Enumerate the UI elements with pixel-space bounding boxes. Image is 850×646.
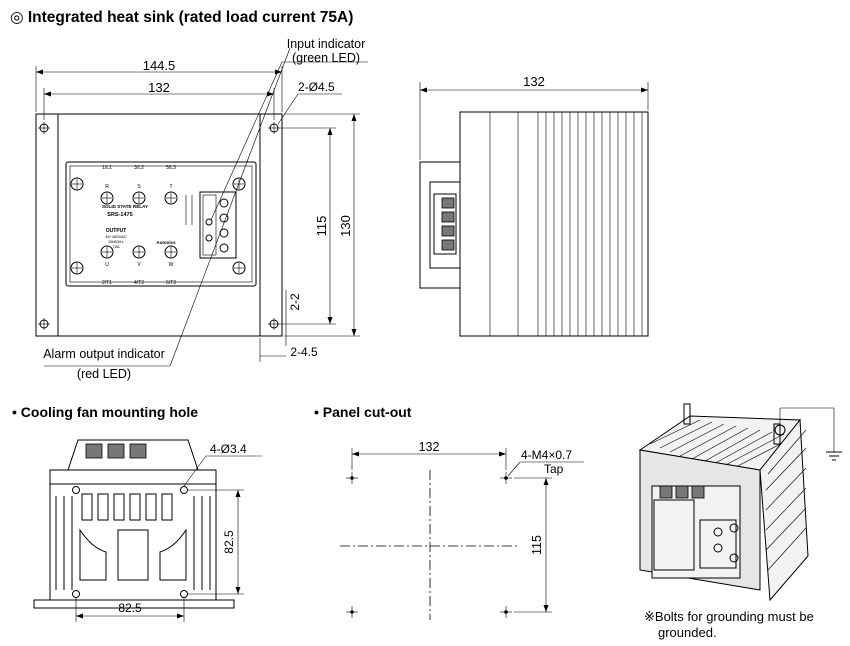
fan-hole-icon — [72, 486, 80, 494]
cooling-fan-title: • Cooling fan mounting hole — [12, 404, 198, 420]
terminal-top-sub-1: R — [105, 184, 109, 190]
dim-tap-label: Tap — [544, 462, 564, 476]
fan-hole-icon — [180, 590, 188, 598]
fan-hole-icon — [180, 486, 188, 494]
front-heatsink-plate — [35, 113, 283, 337]
fan-hole-icon — [72, 590, 80, 598]
dim-side-width: 132 — [523, 74, 545, 89]
side-view: 132 — [419, 74, 649, 337]
terminal-top-1: 1/L1 — [102, 165, 112, 171]
terminal-bottom-1: U — [105, 262, 109, 268]
relay-label: SOLID STATE RELAY — [102, 204, 148, 209]
alarm-indicator-label: Alarm output indicator — [43, 347, 165, 361]
side-relay-body — [419, 161, 461, 289]
isometric-view — [638, 403, 842, 602]
output-label: OUTPUT — [106, 228, 127, 234]
dim-hole-diameter: 2-Ø4.5 — [298, 80, 335, 94]
note-line2: grounded. — [658, 625, 717, 640]
front-view: 1/L1 3/L2 5/L3 R S T U V W 2/T1 4/T2 6/T… — [35, 37, 368, 381]
panel-cutout-title: • Panel cut-out — [314, 404, 412, 420]
terminal-bottom-2: V — [137, 262, 141, 268]
terminal-top-3: 5/L3 — [166, 165, 176, 171]
terminal-top-2: 3/L2 — [134, 165, 144, 171]
note-line1: ※Bolts for grounding must be — [644, 609, 814, 624]
output-spec1: 48~480VAC — [105, 234, 126, 239]
dim-2-2: 2-2 — [288, 293, 302, 311]
dim-fan-vertical: 82.5 — [222, 530, 236, 554]
dim-front-width: 132 — [148, 80, 170, 95]
dim-tap-spec: 4-M4×0.7 — [521, 448, 572, 462]
dim-outer-height: 130 — [338, 215, 353, 237]
panel-cutout-view: 132 115 4-M4×0.7 Tap — [340, 440, 584, 620]
dim-fan-holes: 4-Ø3.4 — [210, 442, 247, 456]
input-led-icon — [205, 218, 213, 226]
terminal-bottom-3: W — [169, 262, 174, 268]
model-label: SRS-1475 — [107, 212, 132, 218]
dim-cutout-width: 132 — [419, 440, 440, 454]
dim-fan-horizontal: 82.5 — [118, 601, 142, 615]
dim-cutout-height: 115 — [530, 535, 544, 555]
terminal-bottom-sub-2: 4/T2 — [134, 280, 144, 286]
terminal-top-sub-2: S — [137, 184, 141, 190]
relay-body — [65, 161, 257, 287]
terminal-bottom-sub-3: 6/T3 — [166, 280, 176, 286]
dim-overall-width: 144.5 — [143, 58, 176, 73]
output-spec3: 75A — [112, 244, 119, 249]
cooling-fan-view: 4-Ø3.4 82.5 82.5 — [33, 439, 262, 622]
terminal-bottom-sub-1: 2/T1 — [102, 280, 112, 286]
ground-symbol-icon — [826, 451, 842, 461]
mounting-hole-icon — [38, 122, 280, 330]
dim-2-4-5: 2-4.5 — [290, 345, 318, 359]
output-spec2: 50/60Hz — [109, 239, 124, 244]
brand-label: Autonics — [156, 240, 176, 245]
input-indicator-sub: (green LED) — [292, 51, 360, 65]
alarm-led-icon — [205, 234, 213, 242]
input-indicator-label: Input indicator — [287, 37, 366, 51]
dim-inner-height: 115 — [314, 216, 329, 237]
input-terminal-block — [199, 191, 237, 259]
screw-icon — [70, 177, 246, 275]
tap-hole-icon — [346, 472, 512, 618]
terminal-top-sub-3: T — [169, 184, 172, 190]
main-title: ◎ Integrated heat sink (rated load curre… — [10, 9, 353, 26]
alarm-indicator-sub: (red LED) — [77, 367, 131, 381]
